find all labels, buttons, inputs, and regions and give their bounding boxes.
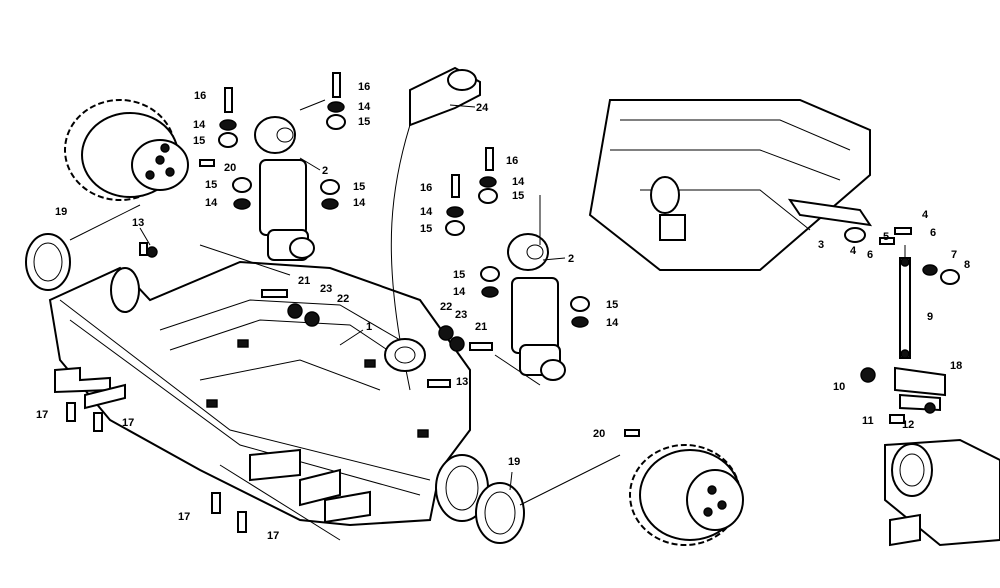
callout-label: 4 — [922, 209, 929, 221]
callout-label: 8 — [964, 259, 970, 271]
callout-label: 14 — [205, 197, 218, 209]
sway-linkage — [787, 198, 960, 424]
axle-housing — [48, 260, 489, 527]
chassis-frame-right — [588, 99, 871, 271]
callout-label: 14 — [512, 176, 525, 188]
callout-label: 14 — [358, 101, 371, 113]
callout-label: 13 — [132, 217, 144, 229]
fasteners — [66, 72, 640, 533]
clamp-bracket — [409, 66, 481, 127]
callout-label: 2 — [568, 253, 574, 265]
callout-label: 20 — [224, 162, 236, 174]
callout-label: 21 — [475, 321, 487, 333]
callout-label: 24 — [476, 102, 489, 114]
callout-label: 17 — [267, 530, 279, 542]
callout-label: 22 — [440, 301, 452, 313]
planetary-hub-left — [64, 99, 189, 201]
callout-label: 5 — [883, 231, 889, 243]
callout-label: 14 — [193, 119, 206, 131]
callout-label: 19 — [508, 456, 520, 468]
callout-label: 13 — [456, 376, 468, 388]
callout-label: 15 — [205, 179, 217, 191]
callout-label: 19 — [55, 206, 67, 218]
callout-label: 4 — [850, 245, 857, 257]
callout-label: 15 — [358, 116, 370, 128]
callout-label: 15 — [606, 299, 618, 311]
callout-label: 15 — [193, 135, 205, 147]
callout-label: 23 — [455, 309, 467, 321]
callout-label: 16 — [194, 90, 206, 102]
callout-label: 11 — [862, 415, 874, 427]
callout-label: 9 — [927, 311, 933, 323]
callout-label: 16 — [420, 182, 432, 194]
callout-label: 14 — [353, 197, 366, 209]
callout-label: 12 — [902, 419, 914, 431]
callout-label: 15 — [512, 190, 524, 202]
callout-label: 1 — [366, 321, 372, 333]
callout-label: 23 — [320, 283, 332, 295]
callout-label: 14 — [453, 286, 466, 298]
callout-label: 3 — [818, 239, 824, 251]
callout-label: 10 — [833, 381, 845, 393]
callout-label: 20 — [593, 428, 605, 440]
shock-absorber-right — [507, 233, 566, 381]
callout-label: 2 — [322, 165, 328, 177]
callout-label: 15 — [353, 181, 365, 193]
callout-label: 22 — [337, 293, 349, 305]
callout-label: 18 — [950, 360, 962, 372]
seal-ring-left — [25, 233, 71, 291]
axle-end-right — [884, 438, 1000, 547]
callout-label: 14 — [420, 206, 433, 218]
leader-lines — [69, 99, 906, 541]
callout-labels: 1 2 2 3 4 4 5 6 6 7 8 9 10 11 12 13 13 1… — [36, 81, 970, 542]
seal-ring-right — [475, 482, 525, 544]
planetary-hub-right — [629, 444, 744, 546]
callout-label: 21 — [298, 275, 310, 287]
callout-label: 16 — [506, 155, 518, 167]
callout-label: 7 — [951, 249, 957, 261]
callout-label: 15 — [420, 223, 432, 235]
callout-label: 6 — [930, 227, 936, 239]
callout-label: 6 — [867, 249, 873, 261]
callout-label: 16 — [358, 81, 370, 93]
callout-label: 15 — [453, 269, 465, 281]
callout-label: 14 — [606, 317, 619, 329]
callout-label: 17 — [122, 417, 134, 429]
callout-label: 17 — [36, 409, 48, 421]
shock-absorber-left — [254, 116, 315, 261]
callout-label: 17 — [178, 511, 190, 523]
